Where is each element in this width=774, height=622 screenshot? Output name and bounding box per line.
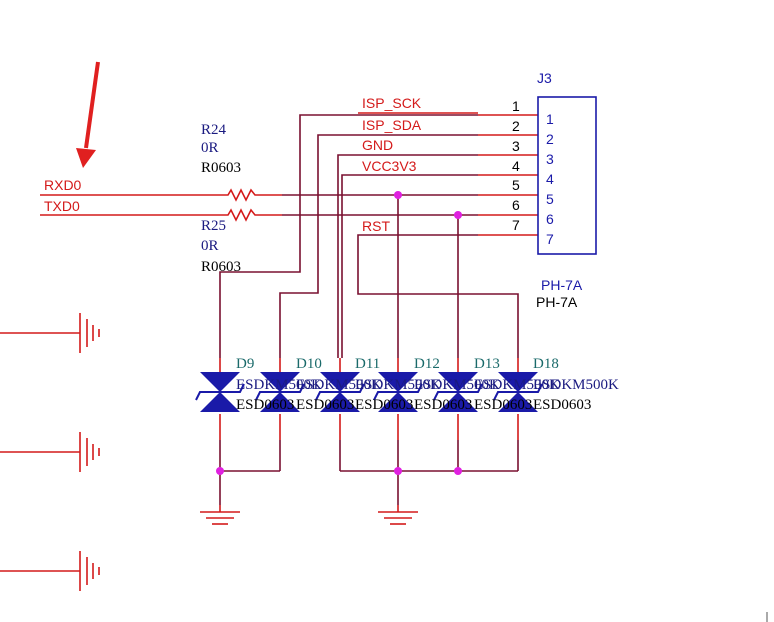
d12-package: ESD0603 xyxy=(414,397,472,413)
d10-ref: D10 xyxy=(296,356,322,372)
net-label-isp-sda: ISP_SDA xyxy=(362,117,422,133)
r25-value: 0R xyxy=(201,238,219,254)
net-label-isp-sck: ISP_SCK xyxy=(362,95,422,111)
pin-outer-6: 6 xyxy=(512,197,520,213)
d10-value: ESDKM500K xyxy=(296,377,382,393)
net-label-rst: RST xyxy=(362,218,390,234)
ground-bus-right xyxy=(339,440,519,505)
net-rst-wire xyxy=(357,234,519,358)
ground-icon-2 xyxy=(378,505,418,525)
d13-ref: D13 xyxy=(474,356,500,372)
d9-ref: D9 xyxy=(236,356,254,372)
ground-icon-left-1 xyxy=(0,313,100,353)
junction-txd0 xyxy=(454,211,462,219)
d18-package: ESD0603 xyxy=(533,397,591,413)
ground-bus-left xyxy=(219,440,281,505)
resistor-r25 xyxy=(222,208,262,222)
r24-ref: R24 xyxy=(201,122,227,138)
connector-pin-lines xyxy=(478,114,538,236)
junction-ground-right-2 xyxy=(454,467,462,475)
d9-value: ESDKM500K xyxy=(236,377,322,393)
d13-package: ESD0603 xyxy=(474,397,532,413)
net-isp-sda-wire xyxy=(279,134,478,358)
ground-icon-1 xyxy=(200,505,240,525)
diode-d11 xyxy=(315,372,365,412)
net-vcc3v3-wire xyxy=(341,174,478,358)
diode-d9 xyxy=(195,372,245,412)
connector-j3 xyxy=(537,96,597,255)
connector-package-bottom: PH-7A xyxy=(536,294,578,310)
diode-d13 xyxy=(433,372,483,412)
pin-outer-3: 3 xyxy=(512,138,520,154)
connector-package-top: PH-7A xyxy=(541,277,583,293)
resistor-r24 xyxy=(222,188,262,202)
d9-package: ESD0603 xyxy=(236,397,294,413)
d11-ref: D11 xyxy=(355,356,380,372)
pin-outer-5: 5 xyxy=(512,177,520,193)
r24-value: 0R xyxy=(201,140,219,156)
diode-d18 xyxy=(493,372,543,412)
d18-value: ESDKM500K xyxy=(533,377,619,393)
pin-inner-7: 7 xyxy=(546,231,554,247)
d18-ref: D18 xyxy=(533,356,559,372)
r24-package: R0603 xyxy=(201,160,241,176)
pin-outer-7: 7 xyxy=(512,217,520,233)
net-gnd-wire xyxy=(337,154,478,358)
connector-ref: J3 xyxy=(537,70,552,86)
d11-package: ESD0603 xyxy=(355,397,413,413)
pin-outer-4: 4 xyxy=(512,158,520,174)
pin-inner-4: 4 xyxy=(546,171,554,187)
junction-rxd0 xyxy=(394,191,402,199)
pin-outer-2: 2 xyxy=(512,118,520,134)
net-label-gnd: GND xyxy=(362,137,393,153)
net-label-rxd0: RXD0 xyxy=(44,177,82,193)
d12-ref: D12 xyxy=(414,356,440,372)
ground-icon-left-3 xyxy=(0,551,100,591)
ground-icon-left-2 xyxy=(0,432,100,472)
pin-outer-1: 1 xyxy=(512,98,520,114)
diode-d12 xyxy=(373,372,423,412)
d10-package: ESD0603 xyxy=(296,397,354,413)
junction-ground-right-1 xyxy=(394,467,402,475)
pin-inner-3: 3 xyxy=(546,151,554,167)
r25-package: R0603 xyxy=(201,259,241,275)
pin-inner-6: 6 xyxy=(546,211,554,227)
net-label-txd0: TXD0 xyxy=(44,198,80,214)
d12-value: ESDKM500K xyxy=(414,377,500,393)
net-label-vcc3v3: VCC3V3 xyxy=(362,158,417,174)
diode-leads xyxy=(219,358,519,440)
pin-inner-5: 5 xyxy=(546,191,554,207)
pin-inner-2: 2 xyxy=(546,131,554,147)
d11-value: ESDKM500K xyxy=(355,377,441,393)
r25-ref: R25 xyxy=(201,218,226,234)
d13-value: ESDKM500K xyxy=(474,377,560,393)
diode-d10 xyxy=(255,372,305,412)
annotation-arrow xyxy=(76,61,100,168)
net-isp-sck-wire xyxy=(219,114,478,358)
junction-ground-left xyxy=(216,467,224,475)
pin-inner-1: 1 xyxy=(546,111,554,127)
